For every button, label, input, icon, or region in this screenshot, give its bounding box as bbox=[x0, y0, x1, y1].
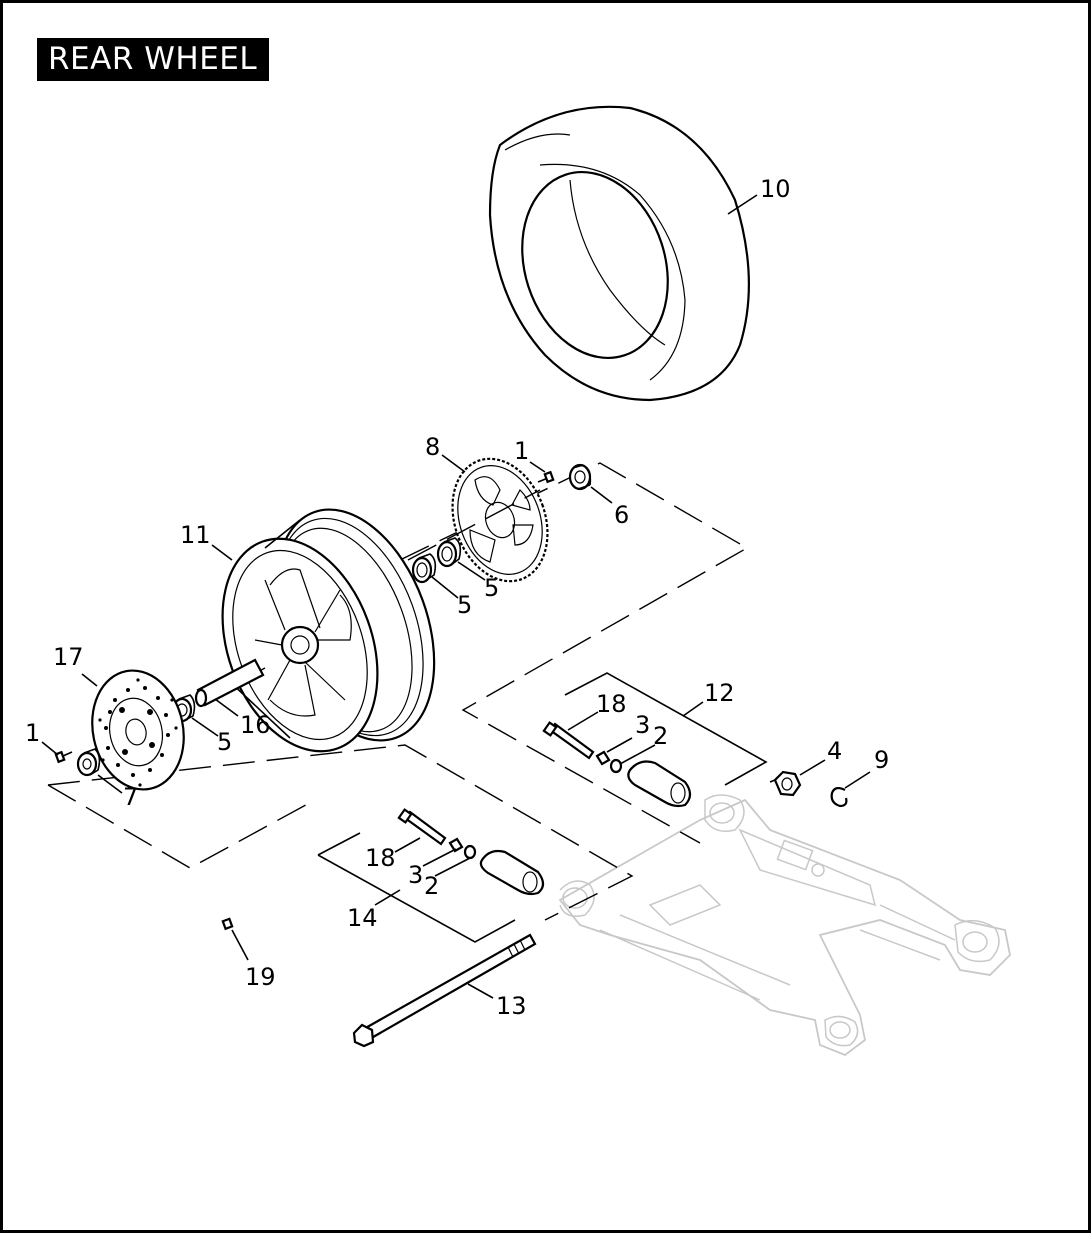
callout-5-upper-left: 5 bbox=[457, 591, 472, 619]
spacer-7 bbox=[76, 748, 101, 777]
axis-line-upper bbox=[407, 489, 541, 561]
bearing-5-a bbox=[411, 553, 437, 584]
brake-rotor bbox=[91, 669, 185, 791]
callout-19: 19 bbox=[245, 963, 276, 991]
callout-12: 12 bbox=[704, 679, 735, 707]
axle-adjuster-lower bbox=[397, 808, 545, 896]
callout-14: 14 bbox=[347, 904, 378, 932]
callout-18-lower: 18 bbox=[365, 844, 396, 872]
callout-9: 9 bbox=[874, 746, 889, 774]
axle-spacer-16 bbox=[194, 658, 265, 708]
assembly-outline-adjuster-upper bbox=[564, 672, 768, 786]
callout-8: 8 bbox=[425, 433, 440, 461]
callout-13: 13 bbox=[496, 992, 527, 1020]
bolt-1-lower bbox=[54, 750, 73, 764]
axle-nut-4 bbox=[769, 770, 802, 797]
callout-4: 4 bbox=[827, 737, 842, 765]
callout-18-upper: 18 bbox=[596, 690, 627, 718]
diagram-title: REAR WHEEL bbox=[37, 38, 269, 81]
callout-11: 11 bbox=[180, 521, 211, 549]
valve-stem-19 bbox=[221, 917, 234, 931]
callout-10: 10 bbox=[760, 175, 791, 203]
spacer-6 bbox=[568, 463, 592, 491]
axle-adjuster-upper bbox=[542, 721, 692, 808]
rear-axle bbox=[352, 933, 537, 1048]
callout-labels: 10 8 1 6 11 5 5 17 1 7 5 16 12 18 3 2 4 … bbox=[25, 175, 889, 1020]
bolt-1-upper bbox=[537, 470, 555, 484]
retaining-clip-9 bbox=[830, 786, 848, 808]
assembly-outline-lower bbox=[47, 744, 634, 921]
callout-2-upper: 2 bbox=[653, 722, 668, 750]
sprocket bbox=[451, 457, 549, 583]
callout-5-lower: 5 bbox=[217, 728, 232, 756]
callout-17: 17 bbox=[53, 643, 84, 671]
callout-3-lower: 3 bbox=[408, 861, 423, 889]
callout-7: 7 bbox=[123, 783, 138, 811]
callout-2-lower: 2 bbox=[424, 872, 439, 900]
callout-1-lower: 1 bbox=[25, 719, 40, 747]
tire bbox=[488, 105, 750, 402]
callout-5-upper-right: 5 bbox=[484, 574, 499, 602]
callout-6: 6 bbox=[614, 501, 629, 529]
leader-lines bbox=[41, 194, 871, 999]
swingarm-ghost bbox=[558, 794, 1011, 1057]
callout-16: 16 bbox=[240, 711, 271, 739]
bearing-5-b bbox=[436, 537, 462, 568]
callout-3-upper: 3 bbox=[635, 711, 650, 739]
wheel-rim bbox=[221, 508, 436, 753]
assembly-outline-adjuster-lower bbox=[317, 832, 516, 943]
callout-1-upper: 1 bbox=[514, 437, 529, 465]
assembly-outline-upper bbox=[399, 462, 749, 844]
